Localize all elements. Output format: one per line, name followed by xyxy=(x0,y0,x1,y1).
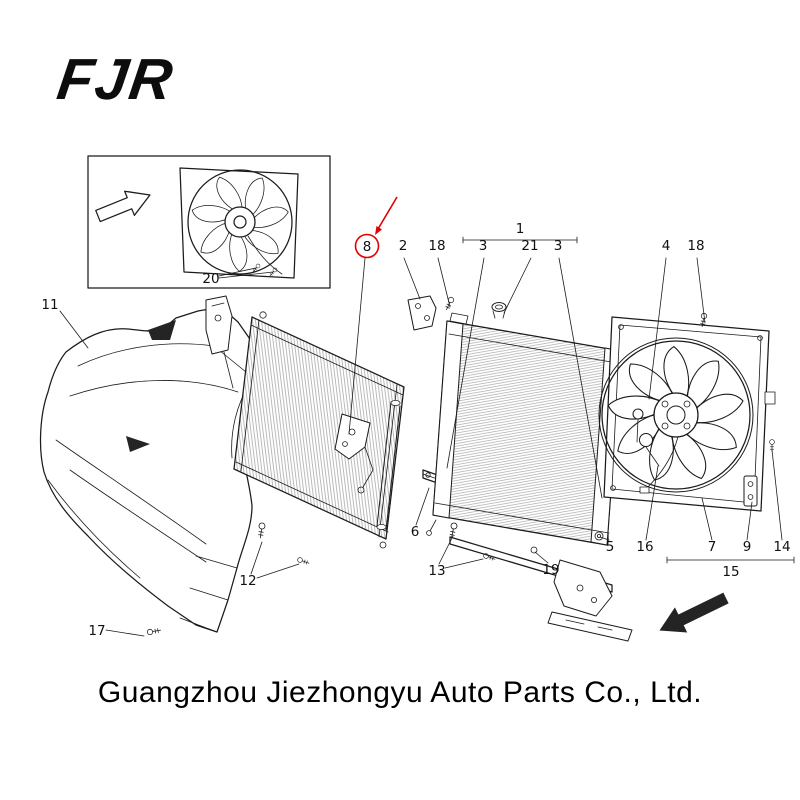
fan-blade xyxy=(244,177,265,217)
radiator-top-bracket xyxy=(449,312,469,325)
direction-arrow-outline-icon xyxy=(95,190,151,223)
fan-motor-mount-part16 xyxy=(632,408,660,467)
condenser-bracket-part8 xyxy=(334,413,374,494)
side-bracket-part9 xyxy=(743,475,758,507)
callout-15: 15 xyxy=(722,564,739,580)
radiator-filler-cap xyxy=(491,302,507,319)
callout-11: 11 xyxy=(41,297,58,313)
fan-blade xyxy=(683,422,737,451)
callout-17: 17 xyxy=(88,623,105,639)
shield-top-bracket xyxy=(205,295,234,389)
callout-20: 20 xyxy=(202,271,219,287)
inset-fan-blades xyxy=(191,176,289,272)
callout-leader-lines xyxy=(59,257,783,637)
callout-1: 1 xyxy=(516,221,525,237)
callout-9: 9 xyxy=(743,539,752,555)
callout-13: 13 xyxy=(428,563,445,579)
inset-fan-assembly xyxy=(179,167,299,279)
callout-19: 19 xyxy=(542,562,559,578)
fan-blade xyxy=(671,430,707,480)
company-name: Guangzhou Jiezhongyu Auto Parts Co., Ltd… xyxy=(97,676,703,709)
shield-fold-detail xyxy=(148,320,176,340)
callout-16: 16 xyxy=(636,539,653,555)
callout-4: 4 xyxy=(662,238,671,254)
motor-wire xyxy=(645,436,679,490)
shield-flag-detail xyxy=(126,436,150,452)
callout-7: 7 xyxy=(708,539,717,555)
callout-5: 5 xyxy=(606,539,615,555)
cooling-fan xyxy=(601,340,751,494)
wire-connector xyxy=(639,486,650,494)
lower-crossmember xyxy=(449,536,633,642)
condenser-pipe-stub xyxy=(259,311,267,319)
callout-18b: 18 xyxy=(687,238,704,254)
condenser xyxy=(233,311,405,549)
callout-2: 2 xyxy=(399,238,408,254)
radiator-left-tank xyxy=(432,320,464,519)
condenser-pipe-stub xyxy=(379,541,387,549)
callout-14: 14 xyxy=(773,539,790,555)
callout-3b: 3 xyxy=(554,238,563,254)
callout-21: 21 xyxy=(521,238,538,254)
inset-box xyxy=(87,155,331,289)
bracket-part2 xyxy=(407,295,437,331)
bolt-12a xyxy=(256,522,266,539)
receiver-drier xyxy=(376,399,401,531)
group-brackets xyxy=(462,236,795,564)
fan-blade xyxy=(191,205,232,223)
bolt-17 xyxy=(146,627,162,636)
callout-18a: 18 xyxy=(428,238,445,254)
direction-arrow-solid-icon xyxy=(659,592,729,633)
highlight-circle xyxy=(354,233,380,259)
highlight-arrow-head-icon xyxy=(375,226,382,235)
fan-blade xyxy=(216,176,243,211)
fan-blade xyxy=(251,206,289,228)
highlight-part8 xyxy=(354,196,398,259)
fan-blade xyxy=(692,393,744,424)
callout-6: 6 xyxy=(411,524,420,540)
fan-blade xyxy=(628,363,675,403)
shroud-side-tab xyxy=(764,391,776,405)
under-shield xyxy=(39,295,260,633)
callout-12: 12 xyxy=(239,573,256,589)
grommet-part5 xyxy=(594,531,604,541)
fan-blade xyxy=(243,229,279,255)
fan-blade xyxy=(686,360,720,411)
callout-8: 8 xyxy=(363,239,372,255)
callout-3a: 3 xyxy=(479,238,488,254)
radiator xyxy=(426,302,622,546)
fan-blade xyxy=(663,345,690,401)
inset-leaders xyxy=(218,267,274,279)
radiator-drain xyxy=(429,519,437,532)
hose-clamp xyxy=(530,546,538,554)
highlight-arrow-shaft xyxy=(377,196,398,230)
mount-bracket-lower xyxy=(547,559,633,642)
fan-blade xyxy=(200,222,231,254)
